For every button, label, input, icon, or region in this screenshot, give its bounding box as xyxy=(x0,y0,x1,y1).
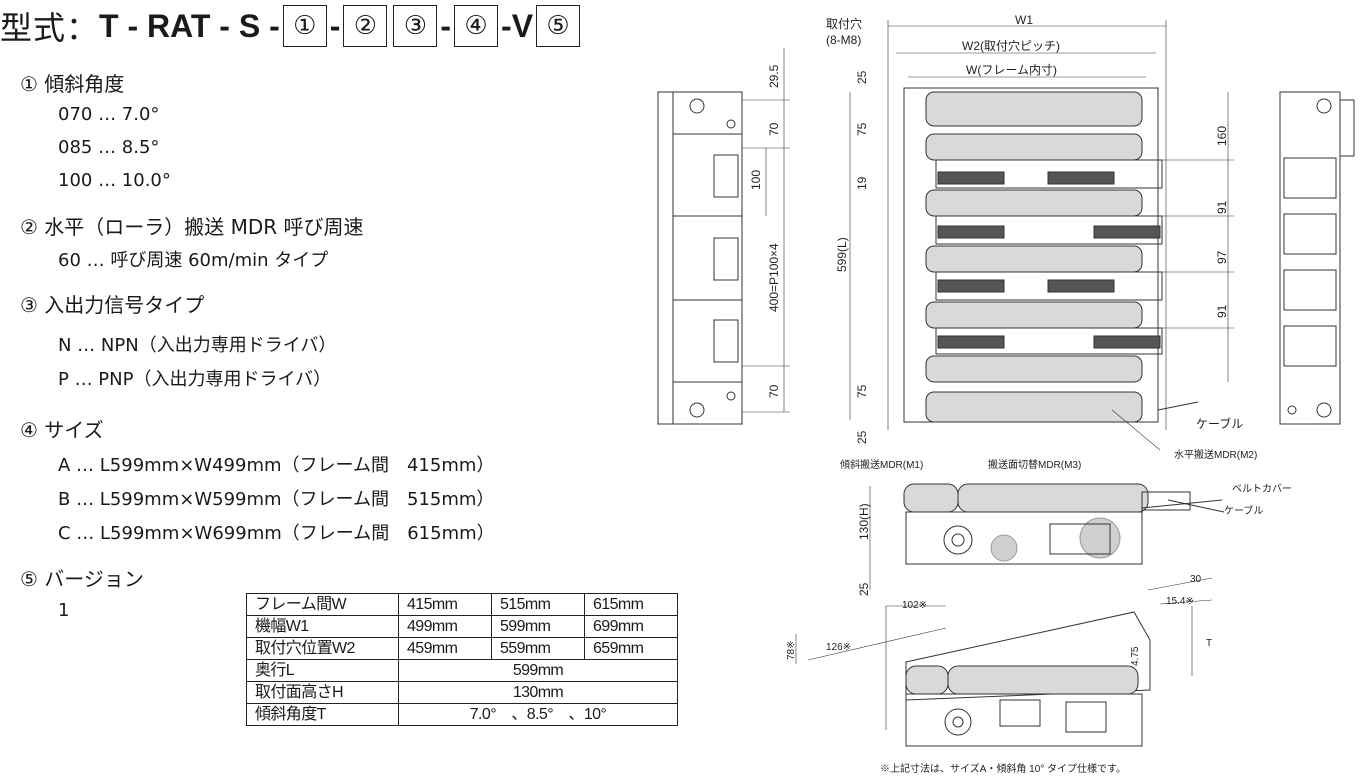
option-size-b: B … L599mm×W599mm（フレーム間 515mm） xyxy=(58,489,495,510)
dim-4-75: 4.75 xyxy=(1130,646,1141,666)
table-row: フレーム間W 415mm 515mm 615mm xyxy=(246,593,678,616)
dim-70-top: 70 xyxy=(767,122,781,136)
model-dash-2: - xyxy=(440,7,452,44)
dim-97: 97 xyxy=(1215,250,1229,264)
model-box-4: ④ xyxy=(454,5,499,47)
side-view-left xyxy=(657,48,790,425)
dim-126: 126※ xyxy=(826,642,851,653)
spec-incline-angle: ① 傾斜角度 xyxy=(20,72,125,96)
dim-91-top: 91 xyxy=(1215,200,1229,214)
dim-15-4: 15.4※ xyxy=(1166,596,1194,607)
option-070: 070 … 7.0° xyxy=(58,104,160,125)
dim-70-bottom: 70 xyxy=(767,384,781,398)
dim-75-top: 75 xyxy=(855,122,869,136)
option-100: 100 … 10.0° xyxy=(58,170,171,191)
dim-pitch: 400=P100×4 xyxy=(767,243,781,312)
label-w1: W1 xyxy=(1015,13,1033,27)
label-belt-cover: ベルトカバー xyxy=(1232,483,1292,495)
row-label: 傾斜角度T xyxy=(246,703,399,726)
option-pnp: P … PNP（入出力専用ドライバ） xyxy=(58,369,332,390)
option-npn: N … NPN（入出力専用ドライバ） xyxy=(58,335,337,356)
option-version-1: 1 xyxy=(58,600,70,621)
model-dash-1: - xyxy=(329,7,341,44)
dim-l: 599(L) xyxy=(835,237,849,272)
table-row: 取付面高さH 130mm xyxy=(246,681,678,704)
dim-h: 130(H) xyxy=(857,503,871,540)
model-box-3: ③ xyxy=(393,5,438,47)
model-box-1: ① xyxy=(282,5,327,47)
option-size-c: C … L599mm×W699mm（フレーム間 615mm） xyxy=(58,523,495,544)
label-w: W(フレーム内寸) xyxy=(966,63,1057,77)
label-w2: W2(取付穴ピッチ) xyxy=(962,38,1060,53)
model-dash-3: -V xyxy=(501,7,534,44)
cell-value: 559mm xyxy=(491,637,585,660)
table-row: 傾斜角度T 7.0° 、8.5° 、10° xyxy=(246,703,678,726)
label-cable-2: ケーブル xyxy=(1224,504,1263,517)
dim-75-bottom: 75 xyxy=(855,384,869,398)
cell-merged: 7.0° 、8.5° 、10° xyxy=(398,703,678,726)
model-code: 型式： T - RAT - S - ① - ② ③ - ④ -V ⑤ xyxy=(0,2,583,50)
table-row: 奥行L 599mm xyxy=(246,659,678,682)
dim-25-front: 25 xyxy=(857,582,871,596)
cell-value: 699mm xyxy=(584,615,678,638)
drawing-labels: 取付穴 (8-M8) W1 W2(取付穴ピッチ) W(フレーム内寸) 29.5 … xyxy=(749,13,1292,775)
label-mount-hole: 取付穴 xyxy=(826,16,862,31)
cell-value: 615mm xyxy=(584,593,678,616)
label-mount-hole-spec: (8-M8) xyxy=(826,33,861,47)
cell-merged: 599mm xyxy=(398,659,678,682)
spec-signal-type: ③ 入出力信号タイプ xyxy=(20,293,205,317)
spec-version: ⑤ バージョン xyxy=(20,567,144,591)
footnote: ※上記寸法は、サイズA・傾斜角 10° タイプ仕様です。 xyxy=(880,762,1126,775)
dim-t: T xyxy=(1206,638,1212,649)
dim-25-top: 25 xyxy=(855,70,869,84)
dim-30: 30 xyxy=(1190,574,1202,585)
dim-100: 100 xyxy=(749,170,763,190)
spec-mdr-speed: ② 水平（ローラ）搬送 MDR 呼び周速 xyxy=(20,215,364,239)
dim-25-bottom: 25 xyxy=(855,430,869,444)
front-view xyxy=(869,483,1225,590)
side-view-right xyxy=(1279,91,1355,425)
label-incline-mdr: 傾斜搬送MDR(M1) xyxy=(840,458,923,471)
dim-19: 19 xyxy=(855,176,869,190)
dimension-table: フレーム間W 415mm 515mm 615mm 機幅W1 499mm 599m… xyxy=(246,593,678,726)
dim-78: 78※ xyxy=(786,640,797,660)
dim-160: 160 xyxy=(1215,126,1229,146)
model-code-part1: T - RAT - S - xyxy=(99,7,280,44)
incline-view xyxy=(795,577,1213,747)
option-085: 085 … 8.5° xyxy=(58,137,160,158)
row-label: 取付穴位置W2 xyxy=(246,637,399,660)
dim-102: 102※ xyxy=(902,600,927,611)
plan-view xyxy=(849,20,1234,451)
label-switch-mdr: 搬送面切替MDR(M3) xyxy=(988,458,1081,471)
dim-29-5: 29.5 xyxy=(767,64,781,88)
label-cable: ケーブル xyxy=(1196,416,1243,431)
table-row: 取付穴位置W2 459mm 559mm 659mm xyxy=(246,637,678,660)
model-box-2: ② xyxy=(343,5,388,47)
option-60: 60 … 呼び周速 60m/min タイプ xyxy=(58,250,329,271)
label-horizontal-mdr: 水平搬送MDR(M2) xyxy=(1174,448,1257,461)
dim-91-bottom: 91 xyxy=(1215,304,1229,318)
cell-value: 659mm xyxy=(584,637,678,660)
model-box-5: ⑤ xyxy=(536,5,581,47)
option-size-a: A … L599mm×W499mm（フレーム間 415mm） xyxy=(58,455,495,476)
spec-size: ④ サイズ xyxy=(20,418,104,442)
model-prefix: 型式： xyxy=(0,9,100,47)
row-label: フレーム間W xyxy=(246,593,399,616)
